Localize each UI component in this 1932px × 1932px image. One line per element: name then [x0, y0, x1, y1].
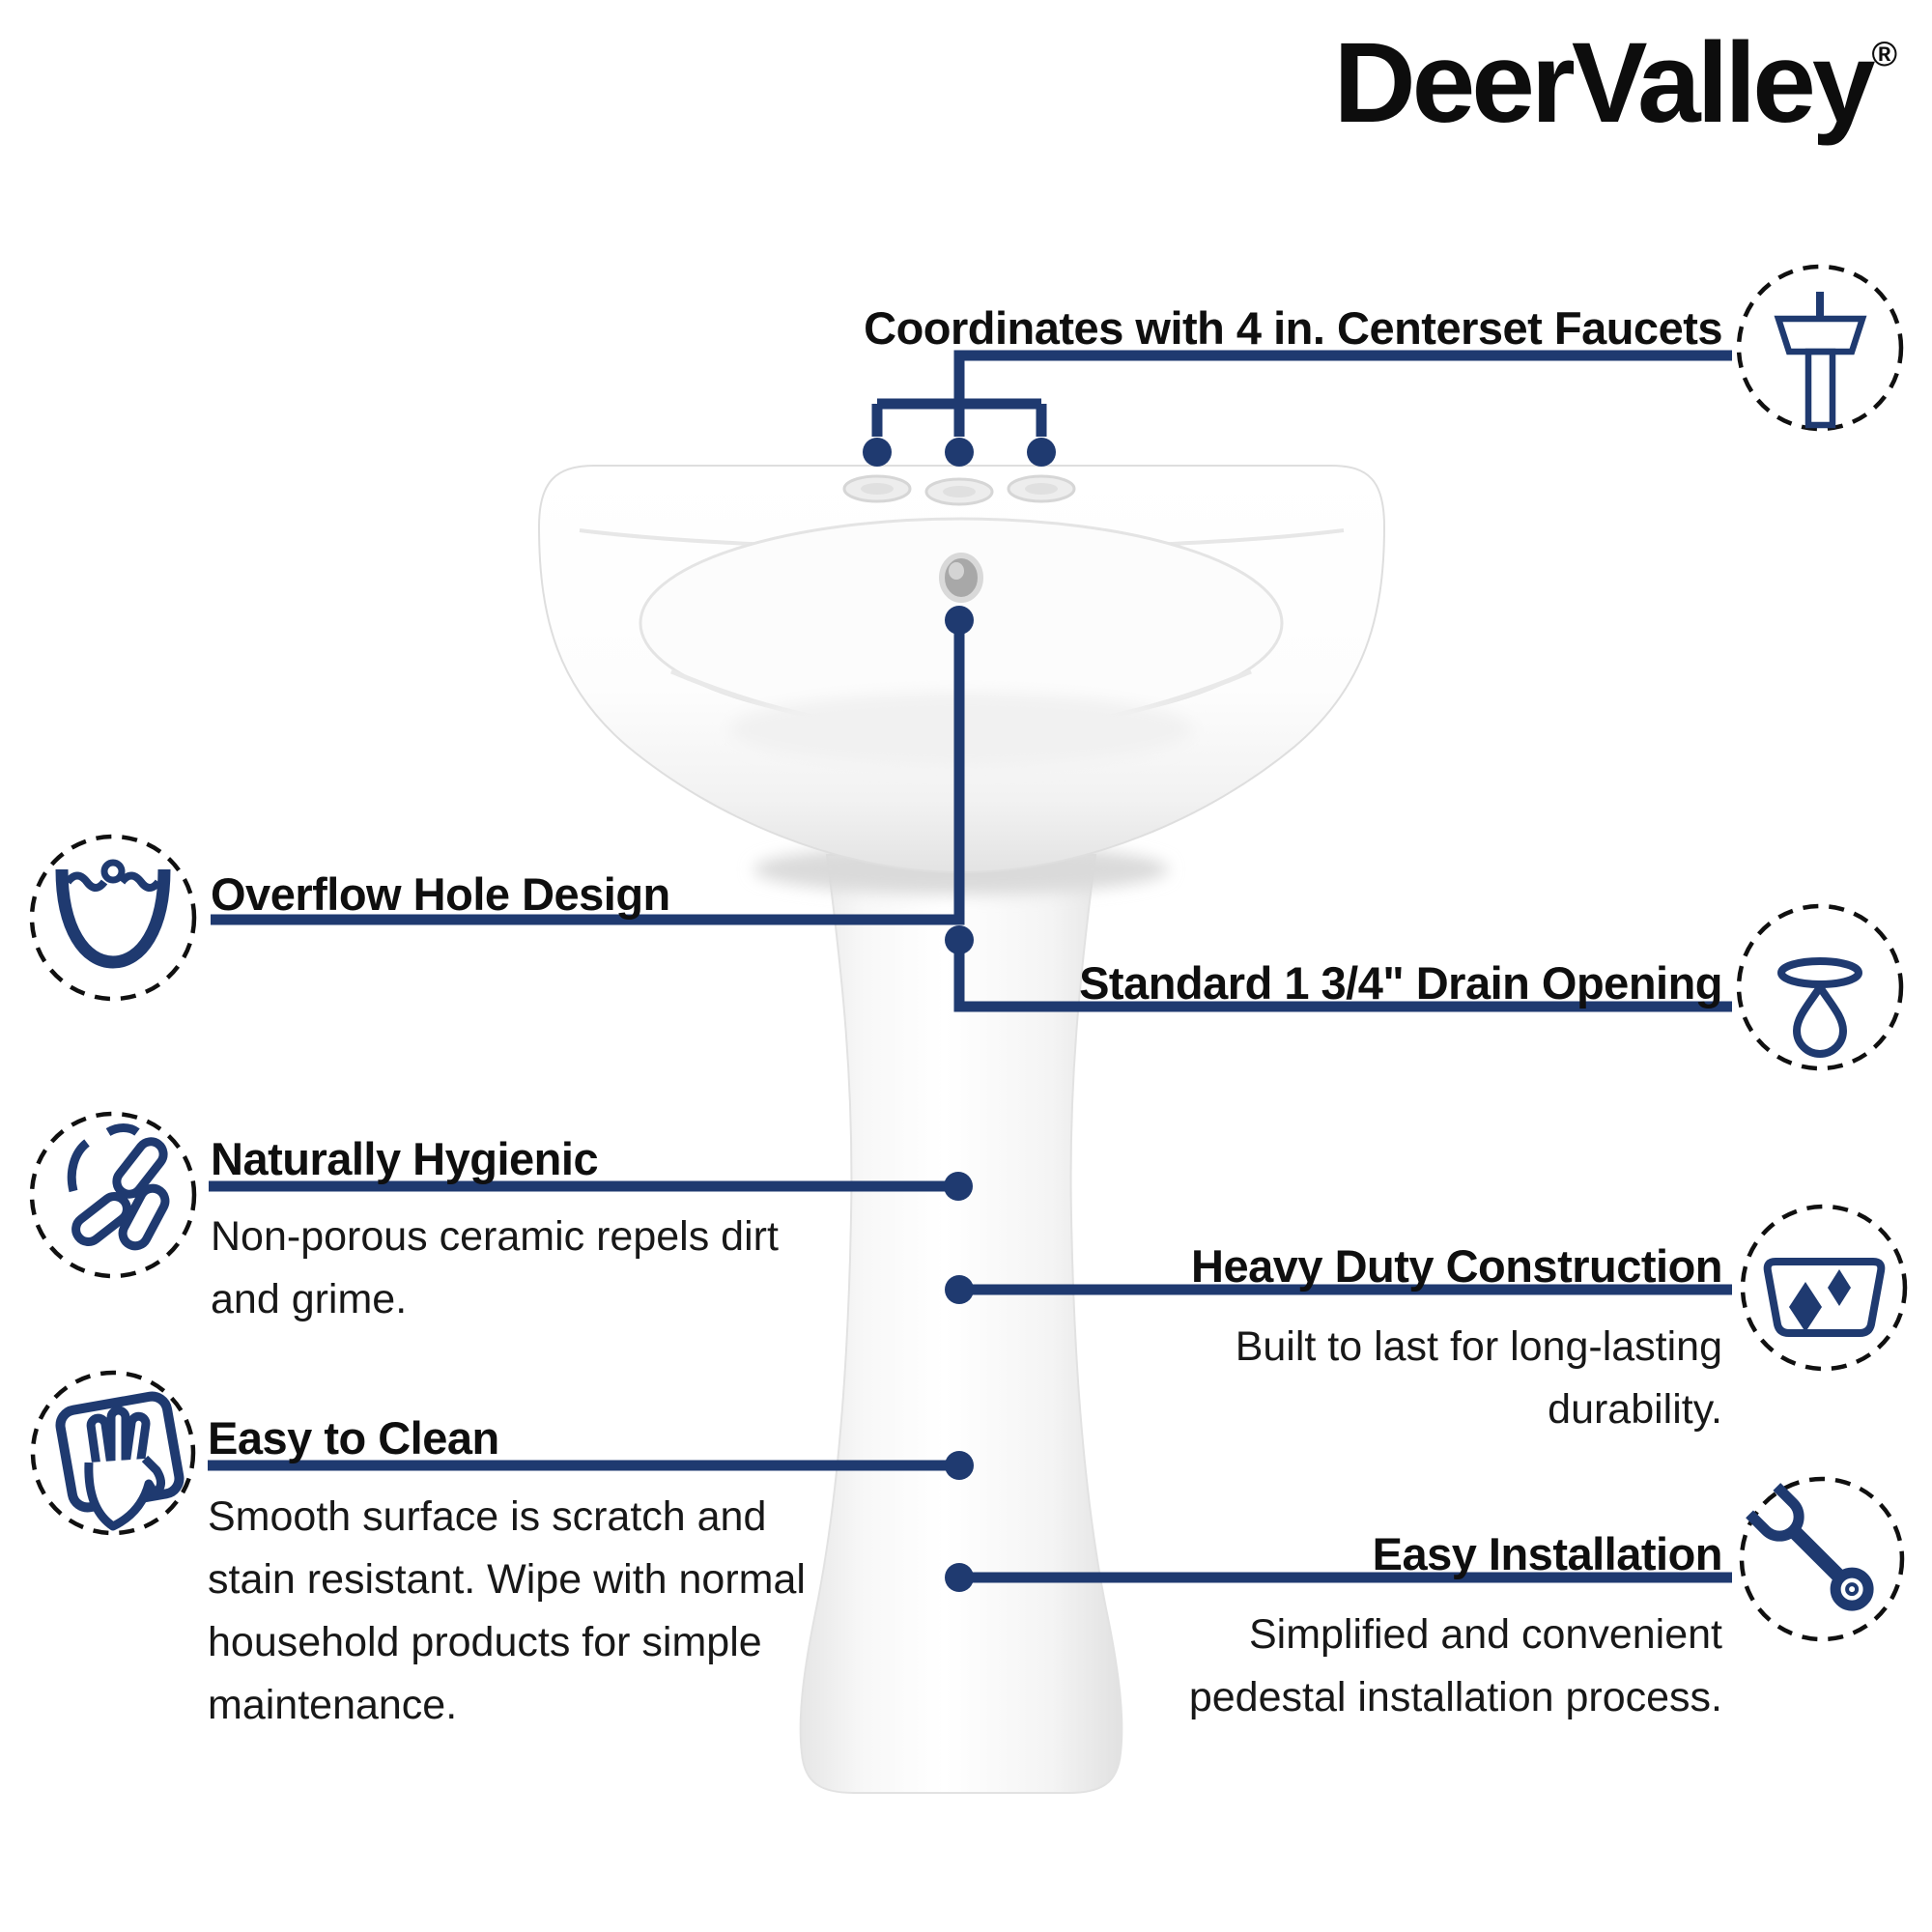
- registered-mark: ®: [1871, 34, 1897, 73]
- callout-body-clean: Smooth surface is scratch and stain resi…: [208, 1486, 806, 1737]
- bacteria-icon: [67, 1123, 170, 1251]
- callout-line-drain: [953, 940, 1732, 1012]
- icon-circles: [29, 264, 1908, 1642]
- brand-logo: DeerValley®: [1333, 17, 1897, 149]
- body-line: Smooth surface is scratch and: [208, 1493, 767, 1540]
- basin-diamonds-icon: [1763, 1258, 1886, 1337]
- callout-heading-drain: Standard 1 3/4" Drain Opening: [1079, 957, 1722, 1009]
- callout-heading-overflow: Overflow Hole Design: [211, 868, 670, 920]
- body-line: Simplified and convenient: [1248, 1611, 1722, 1658]
- callout-line-overflow: [211, 620, 965, 925]
- callout-heading-clean: Easy to Clean: [208, 1412, 499, 1463]
- body-line: Built to last for long-lasting: [1235, 1323, 1722, 1370]
- callout-heading-hygienic: Naturally Hygienic: [211, 1133, 599, 1184]
- callout-heading-heavy: Heavy Duty Construction: [1191, 1240, 1722, 1292]
- faucet-holes: [842, 474, 1076, 506]
- wrench-icon: [1746, 1483, 1874, 1611]
- overflow-water-icon: [55, 859, 171, 969]
- body-line: household products for simple: [208, 1619, 762, 1665]
- callout-line-faucets: [871, 350, 1732, 437]
- body-line: Non-porous ceramic repels dirt: [211, 1213, 779, 1260]
- callout-body-hygienic: Non-porous ceramic repels dirt and grime…: [211, 1206, 779, 1331]
- body-line: pedestal installation process.: [1188, 1674, 1722, 1720]
- body-line: stain resistant. Wipe with normal: [208, 1556, 806, 1603]
- brand-logo-text: DeerValley: [1333, 19, 1875, 147]
- body-line: and grime.: [211, 1276, 408, 1322]
- drain-drop-icon: [1777, 957, 1862, 1058]
- hand-wipe-icon: [55, 1391, 185, 1531]
- callout-heading-faucets: Coordinates with 4 in. Centerset Faucets: [864, 302, 1722, 354]
- callout-dots: [863, 438, 1056, 1592]
- callout-body-install: Simplified and convenient pedestal insta…: [1189, 1604, 1722, 1729]
- callout-body-heavy: Built to last for long-lasting durabilit…: [1236, 1316, 1722, 1441]
- callout-heading-install: Easy Installation: [1372, 1528, 1723, 1579]
- pedestal-sink-icon: [1774, 292, 1867, 429]
- body-line: maintenance.: [208, 1682, 458, 1728]
- overflow-hole: [939, 553, 983, 603]
- body-line: durability.: [1548, 1386, 1722, 1433]
- sink-pedestal: [799, 854, 1123, 1794]
